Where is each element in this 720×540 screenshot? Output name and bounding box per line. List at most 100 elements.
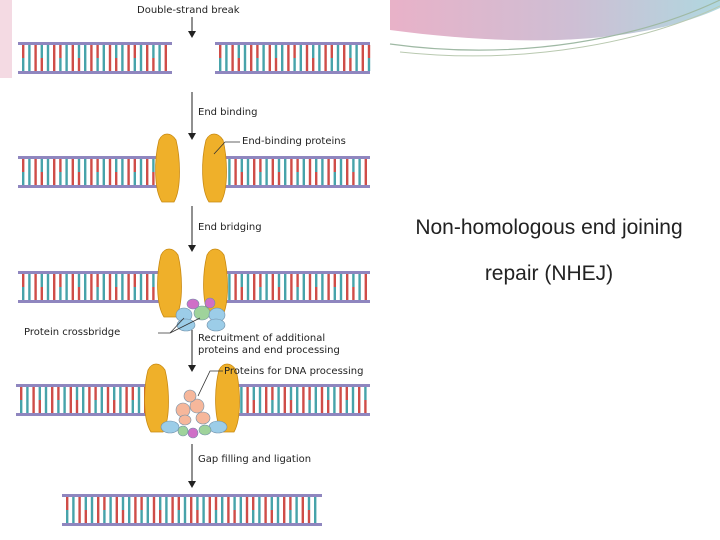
base-pair bbox=[234, 287, 237, 300]
base-pair bbox=[256, 45, 259, 58]
base-pair bbox=[301, 497, 304, 510]
base-pair bbox=[277, 387, 280, 400]
crossbridge-protein bbox=[206, 318, 226, 332]
base-pair bbox=[308, 287, 312, 300]
leader-line bbox=[213, 141, 240, 155]
process-arrow-head bbox=[188, 31, 196, 38]
base-pair bbox=[258, 387, 262, 400]
base-pair bbox=[250, 58, 253, 71]
dna-backbone bbox=[16, 413, 160, 416]
base-pair bbox=[133, 287, 136, 300]
base-pair bbox=[108, 45, 112, 58]
base-pair bbox=[284, 287, 287, 300]
base-pair bbox=[165, 497, 168, 510]
base-pair bbox=[258, 510, 261, 523]
base-pair bbox=[109, 510, 112, 523]
base-pair bbox=[164, 58, 167, 71]
base-pair bbox=[40, 58, 43, 71]
dna-backbone bbox=[18, 300, 166, 303]
arrow-layer bbox=[158, 17, 240, 488]
base-pair bbox=[84, 497, 87, 510]
dna-backbone bbox=[215, 71, 370, 74]
base-pair bbox=[44, 387, 48, 400]
base-pair bbox=[355, 45, 358, 58]
base-pair bbox=[352, 287, 355, 300]
base-pair bbox=[324, 58, 327, 71]
base-pair bbox=[293, 58, 296, 71]
base-pair bbox=[133, 58, 136, 71]
base-pair bbox=[283, 387, 286, 400]
base-pair bbox=[318, 45, 321, 58]
base-pair bbox=[277, 274, 281, 287]
base-pair bbox=[245, 497, 249, 510]
base-pair bbox=[152, 497, 156, 510]
base-pair bbox=[108, 159, 112, 172]
base-pair bbox=[115, 497, 118, 510]
base-pair bbox=[90, 172, 93, 185]
base-pair bbox=[84, 287, 87, 300]
base-pair bbox=[302, 159, 305, 172]
base-pair bbox=[327, 387, 330, 400]
base-pair bbox=[274, 58, 278, 71]
base-pair bbox=[65, 287, 68, 300]
base-pair bbox=[34, 172, 37, 185]
base-pair bbox=[34, 287, 37, 300]
base-pair bbox=[234, 274, 237, 287]
dna-backbone bbox=[230, 384, 370, 387]
nhej-diagram bbox=[16, 17, 371, 526]
base-pair bbox=[281, 45, 284, 58]
base-pair bbox=[349, 45, 352, 58]
base-pair bbox=[250, 45, 253, 58]
base-pair bbox=[115, 287, 118, 300]
base-pair bbox=[77, 172, 81, 185]
base-pair bbox=[240, 274, 243, 287]
base-pair bbox=[152, 159, 155, 172]
base-pair bbox=[268, 45, 271, 58]
dna-backbone bbox=[18, 156, 166, 159]
base-pair bbox=[312, 58, 315, 71]
base-pair bbox=[108, 172, 112, 185]
base-pair bbox=[290, 159, 293, 172]
base-pair bbox=[34, 58, 37, 71]
base-pair bbox=[146, 510, 149, 523]
base-pair bbox=[364, 400, 367, 413]
base-pair bbox=[90, 497, 94, 510]
base-pair bbox=[40, 159, 43, 172]
base-pair bbox=[65, 172, 68, 185]
base-pair bbox=[315, 159, 318, 172]
base-pair bbox=[146, 497, 149, 510]
base-pair bbox=[84, 172, 87, 185]
base-pair bbox=[283, 510, 286, 523]
base-pair bbox=[20, 387, 23, 400]
base-pair bbox=[71, 287, 74, 300]
dna-broken-left-1 bbox=[18, 42, 172, 74]
base-pair bbox=[115, 274, 118, 287]
base-pair bbox=[219, 45, 222, 58]
base-pair bbox=[296, 159, 299, 172]
base-pair bbox=[270, 510, 273, 523]
base-pair bbox=[115, 172, 118, 185]
base-pair bbox=[152, 287, 155, 300]
base-pair bbox=[343, 45, 346, 58]
crossbridge-protein bbox=[208, 420, 228, 434]
base-pair bbox=[121, 172, 124, 185]
base-pair bbox=[102, 159, 105, 172]
base-pair bbox=[321, 172, 324, 185]
base-pair bbox=[243, 58, 247, 71]
base-pair bbox=[183, 497, 187, 510]
base-pair bbox=[315, 287, 318, 300]
base-pair bbox=[119, 400, 122, 413]
base-pair bbox=[121, 497, 125, 510]
base-pair bbox=[246, 172, 250, 185]
dna-backbone bbox=[218, 271, 370, 274]
base-pair bbox=[121, 159, 124, 172]
dna-backbone bbox=[62, 523, 322, 526]
base-pair bbox=[84, 510, 87, 523]
crossbridge-protein bbox=[177, 425, 189, 437]
base-pair bbox=[53, 274, 56, 287]
base-pair bbox=[71, 58, 74, 71]
base-pair bbox=[53, 172, 56, 185]
base-pair bbox=[346, 274, 349, 287]
base-pair bbox=[271, 274, 274, 287]
base-pair bbox=[358, 400, 361, 413]
